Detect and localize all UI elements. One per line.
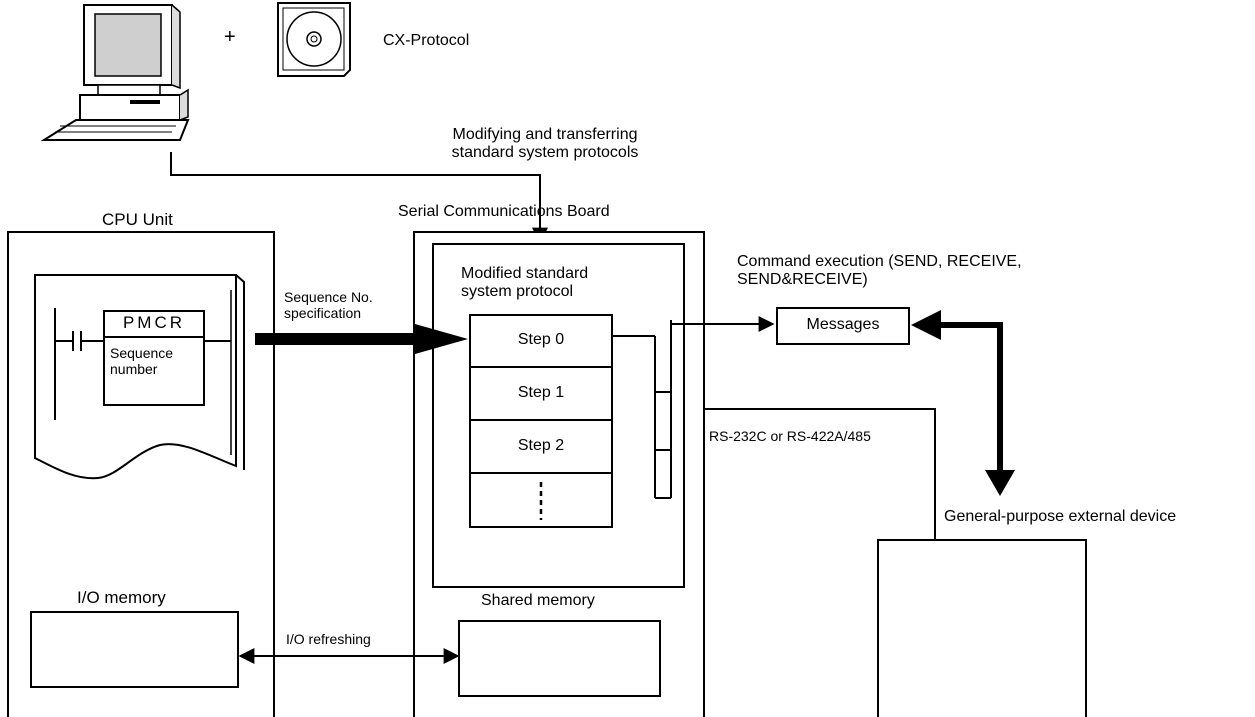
io-memory-box <box>30 611 239 688</box>
step-1-label: Step 1 <box>517 384 565 401</box>
step-bus <box>612 320 672 499</box>
command-line2: SEND&RECEIVE) <box>737 271 868 289</box>
shared-memory-box <box>458 620 661 697</box>
sequence-link-label: Sequence No. specification <box>284 289 373 321</box>
io-memory-label: I/O memory <box>77 588 166 607</box>
sequence-number-operand: Sequence number <box>110 345 173 377</box>
rs-cable-line <box>704 408 936 540</box>
operand-line1: Sequence <box>110 345 174 361</box>
transfer-note: Modifying and transferring standard syst… <box>410 126 680 163</box>
cd-icon <box>277 2 351 77</box>
sequence-arrow <box>255 324 468 354</box>
step-0-label: Step 0 <box>517 331 565 348</box>
computer-icon <box>40 4 190 141</box>
cpu-unit-title: CPU Unit <box>102 210 173 229</box>
protocol-line1: Modified standard <box>461 265 589 282</box>
step-table <box>469 314 613 528</box>
messages-label: Messages <box>806 316 880 333</box>
plus-sign: + <box>224 26 236 48</box>
transfer-line <box>170 152 548 244</box>
external-device-box <box>877 539 1087 717</box>
operand-line2: number <box>110 361 158 378</box>
command-line1: Command execution (SEND, RECEIVE, <box>737 253 1022 270</box>
command-label: Command execution (SEND, RECEIVE, SEND&R… <box>737 253 1022 290</box>
external-device-label: General-purpose external device <box>944 508 1177 525</box>
io-refresh-label: I/O refreshing <box>286 631 371 647</box>
interface-label: RS-232C or RS-422A/485 <box>709 428 871 444</box>
external-link-arrow <box>911 310 1015 496</box>
ladder-program-sheet <box>34 274 245 480</box>
shared-memory-label: Shared memory <box>481 592 595 609</box>
step-2-label: Step 2 <box>517 437 565 454</box>
protocol-label: Modified standard system protocol <box>461 265 588 302</box>
transfer-note-line2: standard system protocols <box>451 144 639 162</box>
cx-protocol-label: CX-Protocol <box>383 32 470 49</box>
sequence-link-line2: specification <box>284 305 362 322</box>
board-title: Serial Communications Board <box>398 203 610 220</box>
transfer-note-line1: Modifying and transferring <box>452 126 638 143</box>
protocol-line2: system protocol <box>461 283 574 301</box>
sequence-link-line1: Sequence No. <box>284 289 373 305</box>
messages-box <box>776 307 910 345</box>
pmcr-instruction: PMCR <box>122 313 186 332</box>
